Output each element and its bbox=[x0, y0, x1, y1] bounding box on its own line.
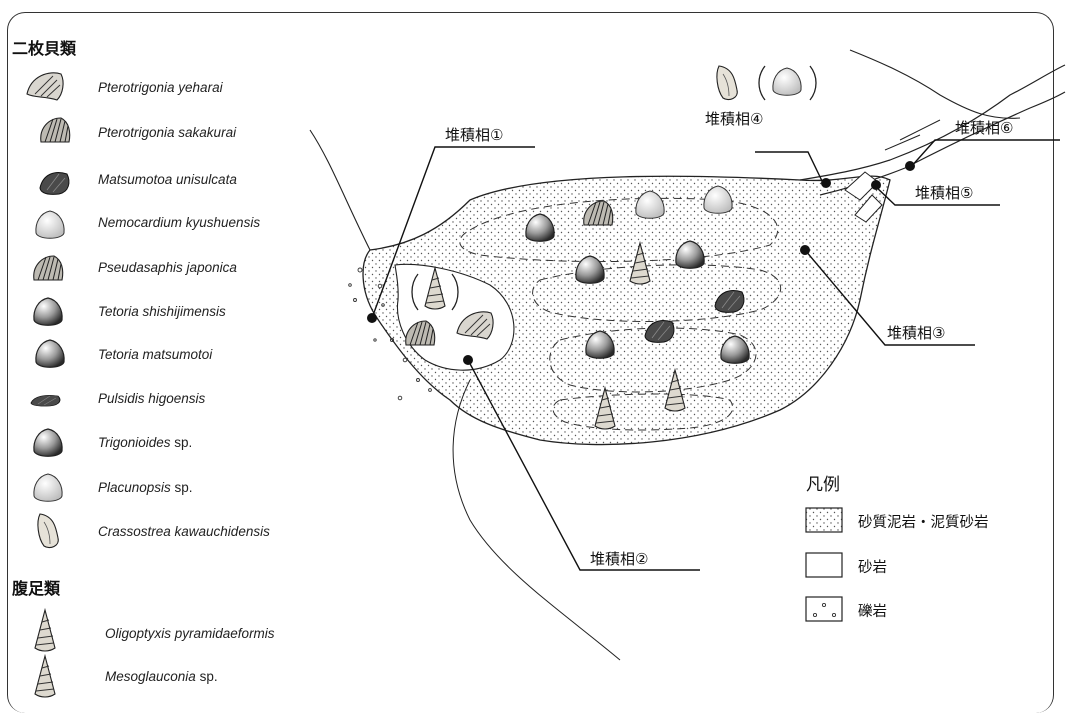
species-label: Matsumotoa unisulcata bbox=[98, 172, 237, 187]
facies-label-6: 堆積相⑥ bbox=[955, 117, 1013, 138]
legend-title: 凡例 bbox=[806, 470, 840, 495]
species-label: Tetoria shishijimensis bbox=[98, 304, 226, 319]
gastropods-heading: 腹足類 bbox=[12, 575, 60, 599]
legend-swatch-conglomerate bbox=[806, 597, 842, 621]
species-label: Oligoptyxis pyramidaeformis bbox=[105, 626, 275, 641]
facies-label-4: 堆積相④ bbox=[705, 108, 763, 129]
species-label: Nemocardium kyushuensis bbox=[98, 215, 260, 230]
legend-label: 砂質泥岩・泥質砂岩 bbox=[858, 511, 989, 532]
facies-label-5: 堆積相⑤ bbox=[915, 182, 973, 203]
species-label: Placunopsis sp. bbox=[98, 480, 193, 495]
facies-label-1: 堆積相① bbox=[445, 124, 503, 145]
facies-label-2: 堆積相② bbox=[590, 548, 648, 569]
legend-swatch-sandstone bbox=[806, 553, 842, 577]
legend-label: 砂岩 bbox=[858, 556, 887, 577]
species-label: Pulsidis higoensis bbox=[98, 391, 205, 406]
legend-swatch-mudstone bbox=[806, 508, 842, 532]
legend-label: 礫岩 bbox=[858, 600, 887, 621]
species-label: Pterotrigonia sakakurai bbox=[98, 125, 236, 140]
facies-label-3: 堆積相③ bbox=[887, 322, 945, 343]
species-label: Crassostrea kawauchidensis bbox=[98, 524, 270, 539]
bivalves-heading: 二枚貝類 bbox=[12, 35, 76, 59]
species-label: Pseudasaphis japonica bbox=[98, 260, 237, 275]
species-label: Trigonioides sp. bbox=[98, 435, 192, 450]
species-label: Pterotrigonia yeharai bbox=[98, 80, 223, 95]
species-label: Mesoglauconia sp. bbox=[105, 669, 218, 684]
species-label: Tetoria matsumotoi bbox=[98, 347, 212, 362]
